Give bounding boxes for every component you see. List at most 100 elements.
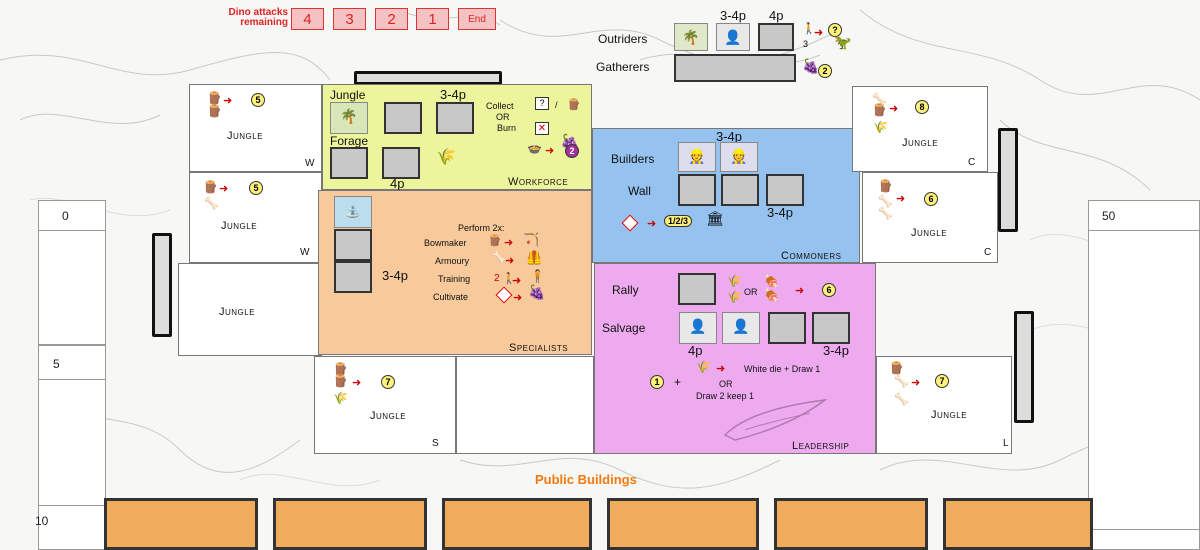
bone-icon: 🦴 [894,392,909,406]
dino-attack-box-3[interactable]: 3 [333,8,366,30]
outriders-slot[interactable] [758,23,794,51]
specialists-title: Specialists [509,342,569,354]
builder-worker-meeple[interactable]: 👷 [678,142,716,172]
jungle-tile-c2[interactable] [862,172,998,263]
rally-reward-badge: 6 [822,283,836,297]
workforce-jungle-tile-slot[interactable]: 🌴 [330,102,368,134]
bone-icon: 🦴 [872,92,887,106]
salvage-slot[interactable] [812,312,850,344]
rally-or: OR [744,287,758,297]
salvage-worker-meeple[interactable]: 👤 [722,312,760,344]
jungle-tile-l[interactable] [876,356,1012,454]
public-building-slot-3[interactable] [442,498,592,550]
outriders-label: Outriders [598,32,648,46]
public-building-slot-4[interactable] [607,498,759,550]
wheat-icon: 🌾 [696,360,711,374]
specialists-cost: 3-4p [382,268,409,283]
arrow-right-icon: ➜ [352,377,362,389]
arrow-right-icon: ➜ [505,255,515,267]
burn-label: Burn [497,123,517,133]
tile-placeholder-bar-top [354,71,502,85]
workforce-cost-bottom: 4p [390,176,405,191]
rally-label: Rally [612,283,639,297]
dino-attack-box-1[interactable]: 1 [416,8,449,30]
public-building-slot-2[interactable] [273,498,427,550]
bow-icon: 🏹 [523,232,540,247]
leadership-title: Leadership [792,440,850,452]
warrior-icon: 🚶 [802,23,816,35]
track-number-0: 0 [62,209,69,223]
wall-label: Wall [628,184,651,198]
fence-icon: 🏛 [706,210,724,226]
wall-slot[interactable] [766,174,804,206]
forage-slot[interactable] [330,147,368,179]
outriders-cost-2: 4p [769,8,784,23]
dino-attack-box-end[interactable]: End [458,8,496,30]
wall-slot[interactable] [721,174,759,206]
workforce-cost-top: 3-4p [440,87,467,102]
public-building-slot-6[interactable] [943,498,1093,550]
wheat-icon: 🌾 [436,149,456,166]
dino-attack-box-2[interactable]: 2 [375,8,408,30]
arrow-right-icon: ➜ [814,27,824,39]
arrow-right-icon: ➜ [219,183,229,195]
wood-icon: 🪵 [333,362,348,376]
track-number-50: 50 [1102,209,1116,223]
outriders-worker-meeple[interactable]: 👤 [716,23,750,51]
wood-icon: 🪵 [567,99,581,111]
outriders-reward-badge: ? [828,23,842,37]
armoury-label: Armoury [435,256,470,266]
bone-icon: 🦴 [492,252,506,264]
rally-slot[interactable] [678,273,716,305]
arrow-right-icon: ➜ [647,218,657,230]
meat-icon: 🍖 [764,274,779,288]
specialists-building-tile: ⛲ [334,196,372,228]
public-building-slot-5[interactable] [774,498,928,550]
arrow-right-icon: ➜ [716,363,726,375]
jungle-c1-letter: C [968,157,976,168]
commoners-title: Commoners [781,250,842,262]
bone-icon: 🦴 [894,374,909,388]
score-track-row [38,345,106,380]
specialist-slot[interactable] [334,261,372,293]
bone-icon: 🦴 [878,206,893,220]
leadership-cost-right: 3-4p [823,343,850,358]
arrow-right-icon: ➜ [513,292,523,304]
wood-icon: 🪵 [878,179,893,193]
jungle-l-reward: 7 [935,374,949,388]
pot-icon: 🍲 [527,141,542,155]
workforce-slot[interactable] [436,102,474,134]
salvage-worker-meeple[interactable]: 👤 [679,312,717,344]
burn-card-icon: ✕ [535,122,549,135]
track-number-5: 5 [53,357,60,371]
training-count: 2 [494,273,500,284]
dino-attack-box-4[interactable]: 4 [291,8,324,30]
arrow-right-icon: ➜ [504,237,514,249]
wall-reward-badge: 1/2/3 [664,215,693,227]
workforce-slot[interactable] [384,102,422,134]
jungle-tile-3[interactable] [178,263,322,356]
empty-tile[interactable] [456,356,594,454]
score-track-row [1088,230,1200,530]
public-buildings-title: Public Buildings [535,472,637,487]
workforce-title: Workforce [508,176,569,188]
outriders-jungle-tile: 🌴 [674,23,708,51]
wood-icon: 🪵 [488,235,502,247]
jungle-w2-reward: 5 [249,181,263,195]
wood-icon: 🪵 [889,361,904,375]
arrow-right-icon: ➜ [512,275,522,287]
wall-slot[interactable] [678,174,716,206]
outriders-cost-1: 3-4p [720,8,747,23]
salvage-slot[interactable] [768,312,806,344]
gatherers-slot[interactable] [674,54,796,82]
jungle-tile-s[interactable] [314,356,456,454]
jungle-w2-letter: W [300,247,310,258]
public-building-slot-1[interactable] [104,498,258,550]
tile-placeholder-bar-right-bottom [1014,311,1034,423]
leadership-bonus-badge: 1 [650,375,664,389]
builder-worker-meeple[interactable]: 👷 [720,142,758,172]
berries-icon: 🍇 [528,284,546,300]
specialist-slot[interactable] [334,229,372,261]
forage-slot[interactable] [382,147,420,179]
